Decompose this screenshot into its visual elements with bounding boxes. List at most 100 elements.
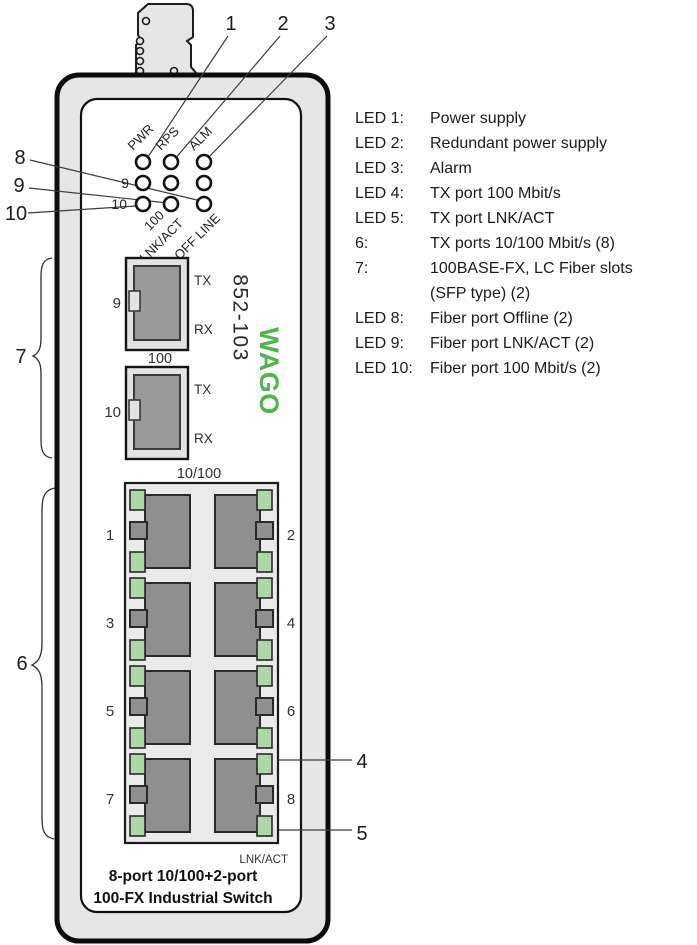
jack-body [144, 582, 191, 657]
led-9-100 [134, 174, 152, 192]
jack-latch [129, 609, 148, 628]
port-led-bottom [256, 551, 273, 573]
legend-desc: Fiber port 100 Mbit/s (2) [430, 360, 601, 377]
callout-10: 10 [5, 203, 27, 225]
fiber-slot-10-opening [133, 374, 181, 450]
port-led-bottom [256, 639, 273, 661]
port-number-7: 7 [106, 791, 114, 808]
legend-label: LED 9: [355, 335, 404, 352]
led-row-label-9: 9 [121, 175, 129, 191]
port-led-top [256, 665, 273, 687]
rj45-port-7 [129, 753, 191, 837]
fiber-10-rx-label: RX [194, 431, 213, 446]
legend-row: LED 10: Fiber port 100 Mbit/s (2) [355, 356, 690, 381]
rj45-port-6 [214, 665, 274, 749]
jack-latch [255, 697, 274, 716]
jack-latch [129, 785, 148, 804]
port-led-top [129, 753, 146, 775]
rj45-port-1 [129, 489, 191, 573]
rj45-port-3 [129, 577, 191, 661]
legend-row: LED 1: Power supply [355, 106, 690, 131]
callout-6: 6 [16, 653, 27, 675]
jack-body [144, 758, 191, 833]
clip-hole [135, 56, 145, 66]
status-led-grid [134, 153, 213, 213]
callout-line-3 [205, 35, 328, 161]
callout-line-8 [29, 159, 202, 202]
legend-label: LED 3: [355, 160, 404, 177]
tx-block-speed-label: 10/100 [177, 466, 221, 482]
jack-body [214, 494, 261, 569]
fiber-slot-9-key-notch [128, 290, 141, 312]
port-led-top [129, 665, 146, 687]
legend-row: LED 9: Fiber port LNK/ACT (2) [355, 331, 690, 356]
fiber-slot-9-opening [133, 265, 181, 341]
jack-latch [255, 785, 274, 804]
clip-hole [135, 36, 145, 46]
legend-desc: Redundant power supply [430, 135, 608, 152]
device-caption-line2: 100-FX Industrial Switch [93, 890, 272, 907]
fiber-port-9-number: 9 [113, 295, 121, 312]
legend-row: LED 3: Alarm [355, 156, 690, 181]
led-row-label-10: 10 [111, 196, 127, 212]
legend-desc: (SFP type) (2) [430, 285, 531, 302]
fiber-9-rx-label: RX [194, 322, 213, 337]
port-led-top [129, 489, 146, 511]
port-led-bottom [129, 639, 146, 661]
wago-logo: WAGO [254, 327, 284, 415]
callout-4: 4 [356, 751, 367, 773]
legend-label: LED 8: [355, 310, 404, 327]
port-led-top [256, 753, 273, 775]
rj45-port-8 [214, 753, 274, 837]
port-led-bottom [129, 551, 146, 573]
jack-body [214, 582, 261, 657]
legend-desc: Fiber port Offline (2) [430, 310, 573, 327]
legend-row: LED 5:TX port LNK/ACT [355, 206, 690, 231]
legend-label [355, 281, 430, 306]
port-number-5: 5 [106, 703, 114, 720]
jack-body [144, 494, 191, 569]
legend-label: 6: [355, 235, 369, 252]
legend-row: LED 8: Fiber port Offline (2) [355, 306, 690, 331]
model-number: 852-103 [228, 274, 251, 362]
callout-3: 3 [324, 13, 335, 35]
fiber-slot-10-key-notch [128, 399, 141, 421]
fiber-9-tx-label: TX [194, 273, 211, 288]
fiber-port-10-number: 10 [104, 404, 121, 421]
callout-8: 8 [14, 147, 25, 169]
callout-2: 2 [277, 13, 288, 35]
fiber-slot-10: 10 TX RX [104, 365, 213, 461]
port-led-top [256, 489, 273, 511]
rj45-port-4 [214, 577, 274, 661]
callout-9: 9 [13, 175, 24, 197]
port-led-top [256, 577, 273, 599]
fiber-10-tx-label: TX [194, 382, 211, 397]
legend-desc: Alarm [430, 160, 472, 177]
legend-row: 7:100BASE-FX, LC Fiber slots [355, 256, 690, 281]
rj45-port-2 [214, 489, 274, 573]
led-9-offline [195, 174, 213, 192]
callout-line-10 [27, 205, 137, 214]
legend-desc: Fiber port LNK/ACT (2) [430, 335, 595, 352]
device-caption-line1: 8-port 10/100+2-port [109, 868, 258, 885]
din-rail-clip-outline [135, 3, 200, 75]
legend-desc: Power supply [430, 110, 527, 127]
jack-latch [129, 697, 148, 716]
callout-1: 1 [225, 13, 236, 35]
port-led-top [129, 577, 146, 599]
jack-body [214, 758, 261, 833]
fiber-speed-label: 100 [148, 351, 172, 367]
led-alm [195, 153, 213, 171]
legend-label: LED 10: [355, 360, 413, 377]
led-9-lnkact [162, 174, 180, 192]
callout-line-2 [173, 35, 281, 161]
callout-7: 7 [15, 346, 26, 368]
jack-body [214, 670, 261, 745]
jack-latch [255, 609, 274, 628]
jack-latch [255, 521, 274, 540]
port-number-6: 6 [287, 703, 295, 720]
port-number-4: 4 [287, 615, 295, 632]
jack-latch [129, 521, 148, 540]
legend-label: LED 1: [355, 110, 404, 127]
